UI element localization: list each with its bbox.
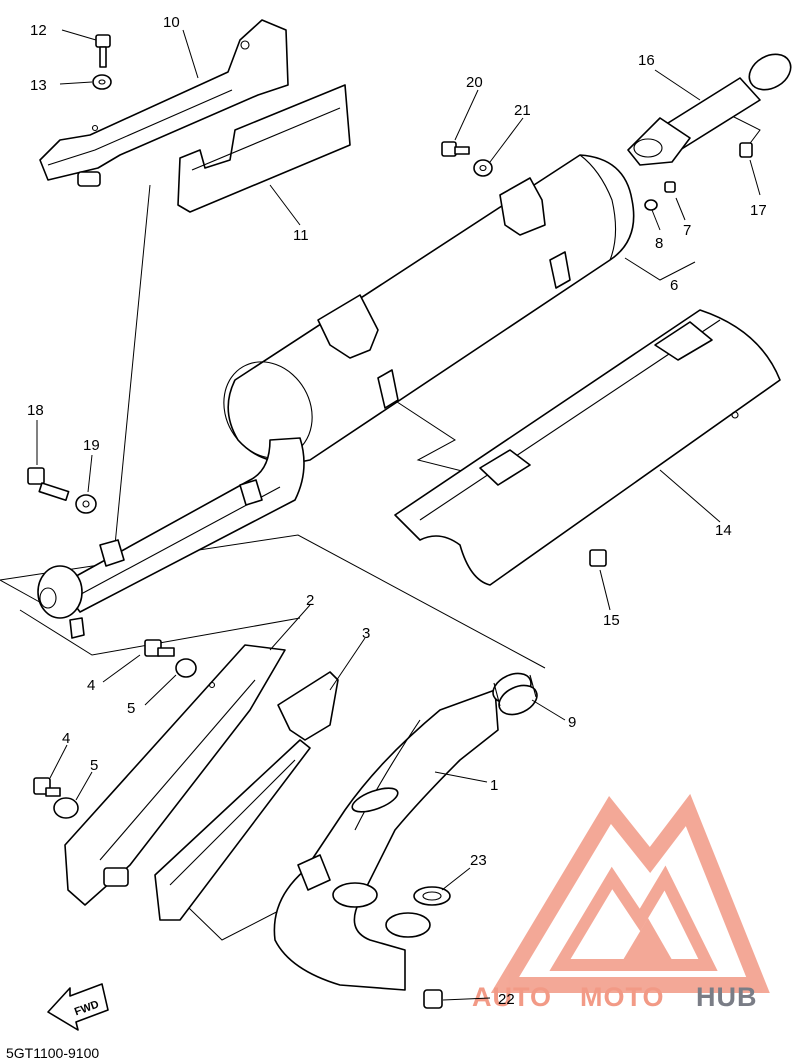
callout-23: 23 <box>470 852 487 869</box>
callout-5a: 5 <box>127 700 135 717</box>
callout-labels: 12 13 10 11 20 21 16 17 8 7 6 18 19 14 1… <box>27 14 767 1008</box>
callout-22: 22 <box>498 991 515 1008</box>
callout-16: 16 <box>638 52 655 69</box>
callout-4a: 4 <box>87 677 95 694</box>
watermark-logo <box>490 793 770 993</box>
callout-14: 14 <box>715 522 732 539</box>
fasteners <box>27 34 753 1009</box>
drawing-code: 5GT1100-9100 <box>6 1045 99 1060</box>
callout-9: 9 <box>568 714 576 731</box>
callout-8: 8 <box>655 235 663 252</box>
watermark-moto: MOTO <box>580 982 665 1012</box>
callout-15: 15 <box>603 612 620 629</box>
callout-3: 3 <box>362 625 370 642</box>
callout-7: 7 <box>683 222 691 239</box>
heat-shield-3 <box>154 671 339 921</box>
watermark-text: AUTO MOTO HUB <box>472 982 758 1012</box>
callout-18: 18 <box>27 402 44 419</box>
muffler-body <box>223 154 635 464</box>
fwd-arrow-icon: FWD <box>47 983 109 1031</box>
callout-leaders <box>36 29 761 1001</box>
callout-12: 12 <box>30 22 47 39</box>
gasket-9 <box>492 672 538 716</box>
watermark-hub: HUB <box>696 982 758 1012</box>
exhaust-pipe-1 <box>273 689 499 991</box>
callout-11: 11 <box>293 227 309 244</box>
tail-pipe-16 <box>627 53 792 166</box>
callout-10: 10 <box>163 14 180 31</box>
protector-14 <box>394 309 781 586</box>
callout-5b: 5 <box>90 757 98 774</box>
exhaust-pipe-rear <box>37 437 305 639</box>
callout-4b: 4 <box>62 730 70 747</box>
callout-21: 21 <box>514 102 531 119</box>
callout-20: 20 <box>466 74 483 91</box>
callout-2: 2 <box>306 592 314 609</box>
bracket-10 <box>39 19 289 187</box>
watermark-auto: AUTO <box>472 982 552 1012</box>
callout-6: 6 <box>670 277 678 294</box>
heat-guard-2 <box>64 644 286 906</box>
guard-plate-11 <box>177 84 351 213</box>
callout-19: 19 <box>83 437 100 454</box>
callout-13: 13 <box>30 77 47 94</box>
callout-1: 1 <box>490 777 498 794</box>
callout-17: 17 <box>750 202 767 219</box>
